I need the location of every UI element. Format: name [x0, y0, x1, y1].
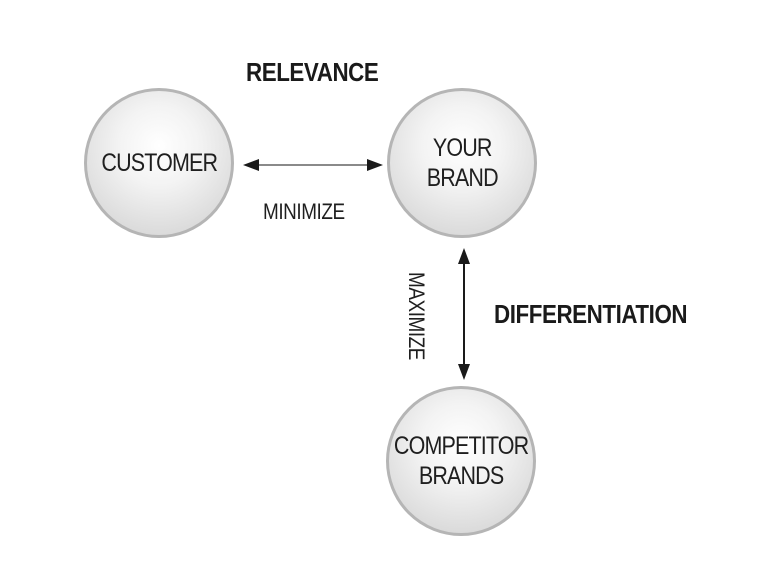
maximize-label: MAXIMIZE — [404, 271, 429, 361]
competitor-brands-node: COMPETITOR BRANDS — [386, 386, 536, 536]
differentiation-heading: DIFFERENTIATION — [494, 299, 688, 329]
arrowhead-right — [367, 159, 383, 171]
arrowhead-down — [458, 364, 470, 380]
your-brand-node: YOUR BRAND — [387, 88, 537, 238]
arrowhead-up — [458, 248, 470, 264]
competitor-brands-label: COMPETITOR BRANDS — [393, 432, 529, 490]
customer-node: CUSTOMER — [84, 88, 234, 238]
relevance-heading: RELEVANCE — [246, 57, 379, 87]
arrowhead-left — [243, 159, 259, 171]
your-brand-label: YOUR BRAND — [426, 134, 499, 192]
minimize-label: MINIMIZE — [263, 199, 345, 224]
customer-label: CUSTOMER — [101, 149, 218, 177]
